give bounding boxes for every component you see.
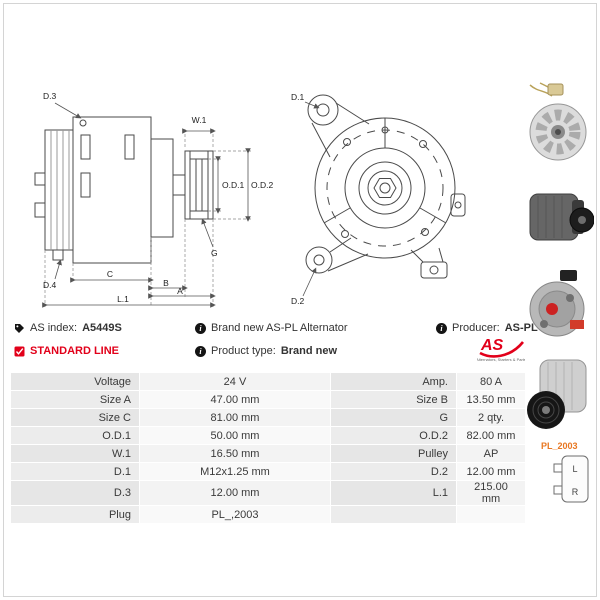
dim-label-d3: D.3 [43, 91, 57, 101]
standard-line-label: STANDARD LINE [30, 345, 120, 357]
alternator-side-view-drawing: D.3 W.1 O.D.1 O.D.2 G D.4 C B A L.1 [34, 91, 273, 308]
spec-label: Amp. [331, 373, 456, 390]
spec-table: Voltage 24 V Amp. 80 A Size A 47.00 mm S… [10, 372, 526, 524]
as-pl-brand-logo: AS Alternators, Starters & Parts [477, 337, 525, 362]
spec-label: D.3 [11, 481, 139, 505]
dim-label-l1: L.1 [117, 294, 129, 304]
dim-label-od1: O.D.1 [222, 180, 244, 190]
spec-value: M12x1.25 mm [140, 463, 330, 480]
producer-label: Producer: [452, 322, 500, 334]
table-row: Plug PL_,2003 [11, 506, 525, 523]
spec-label: Size C [11, 409, 139, 426]
dim-label-d1: D.1 [291, 92, 305, 102]
product-type-row: Product type: Brand new [195, 345, 337, 357]
dim-label-g: G [211, 248, 218, 258]
product-photo-1[interactable] [522, 82, 594, 172]
plug-code-label: PL_2003 [541, 441, 578, 451]
spec-value: 24 V [140, 373, 330, 390]
as-index-row: AS index: A5449S [14, 322, 122, 334]
spec-value: 16.50 mm [140, 445, 330, 462]
spec-label: L.1 [331, 481, 456, 505]
spec-value: 12.00 mm [457, 463, 525, 480]
table-row: O.D.1 50.00 mm O.D.2 82.00 mm [11, 427, 525, 444]
spec-label: G [331, 409, 456, 426]
spec-value: AP [457, 445, 525, 462]
table-row: Voltage 24 V Amp. 80 A [11, 373, 525, 390]
spec-label: O.D.1 [11, 427, 139, 444]
product-type-value: Brand new [280, 345, 338, 357]
spec-value: 82.00 mm [457, 427, 525, 444]
dim-label-w1: W.1 [192, 115, 207, 125]
spec-value: PL_,2003 [140, 506, 330, 523]
dim-label-a: A [177, 286, 183, 296]
spec-value: 81.00 mm [140, 409, 330, 426]
spec-value: 47.00 mm [140, 391, 330, 408]
spec-label: D.2 [331, 463, 456, 480]
info-icon [436, 322, 447, 334]
dim-label-d4: D.4 [43, 280, 57, 290]
product-photo-4[interactable] [522, 350, 594, 438]
spec-label: D.1 [11, 463, 139, 480]
producer-row: Producer: AS-PL [436, 322, 538, 334]
spec-value: 12.00 mm [140, 481, 330, 505]
spec-value: 50.00 mm [140, 427, 330, 444]
standard-line-row: STANDARD LINE [14, 345, 119, 357]
table-row: W.1 16.50 mm Pulley AP [11, 445, 525, 462]
dim-label-d2: D.2 [291, 296, 305, 306]
spec-value: 215.00 mm [457, 481, 525, 505]
table-row: D.3 12.00 mm L.1 215.00 mm [11, 481, 525, 505]
spec-value: 80 A [457, 373, 525, 390]
producer-value: AS-PL [504, 322, 538, 334]
table-row: Size C 81.00 mm G 2 qty. [11, 409, 525, 426]
spec-label: Size B [331, 391, 456, 408]
spec-label: O.D.2 [331, 427, 456, 444]
spec-value: 2 qty. [457, 409, 525, 426]
spec-label: Pulley [331, 445, 456, 462]
spec-label [331, 506, 456, 523]
brand-new-row: Brand new AS-PL Alternator [195, 322, 348, 334]
info-icon [195, 345, 206, 357]
dim-label-od2: O.D.2 [251, 180, 273, 190]
spec-value [457, 506, 525, 523]
dim-label-c: C [107, 269, 113, 279]
product-type-label: Product type: [211, 345, 276, 357]
tag-icon [15, 323, 24, 333]
spec-label: Size A [11, 391, 139, 408]
plug-pin-top-label: L [572, 464, 577, 474]
spec-label: W.1 [11, 445, 139, 462]
spec-label: Voltage [11, 373, 139, 390]
product-photo-2[interactable] [522, 176, 594, 258]
plug-pinout-diagram: L R [553, 455, 589, 503]
as-index-value: A5449S [82, 322, 122, 334]
as-index-label: AS index: [30, 322, 78, 334]
spec-value: 13.50 mm [457, 391, 525, 408]
alternator-front-view-drawing: D.1 D.2 [291, 92, 466, 306]
plug-pin-bottom-label: R [572, 487, 579, 497]
checkbox-checked-icon [14, 346, 25, 356]
brand-new-text: Brand new AS-PL Alternator [211, 322, 348, 334]
spec-label: Plug [11, 506, 139, 523]
table-row: Size A 47.00 mm Size B 13.50 mm [11, 391, 525, 408]
table-row: D.1 M12x1.25 mm D.2 12.00 mm [11, 463, 525, 480]
logo-text: AS [480, 337, 504, 354]
info-icon [195, 322, 206, 334]
dim-label-b: B [163, 278, 169, 288]
logo-tagline: Alternators, Starters & Parts [477, 357, 525, 362]
product-photo-3[interactable] [522, 262, 594, 348]
